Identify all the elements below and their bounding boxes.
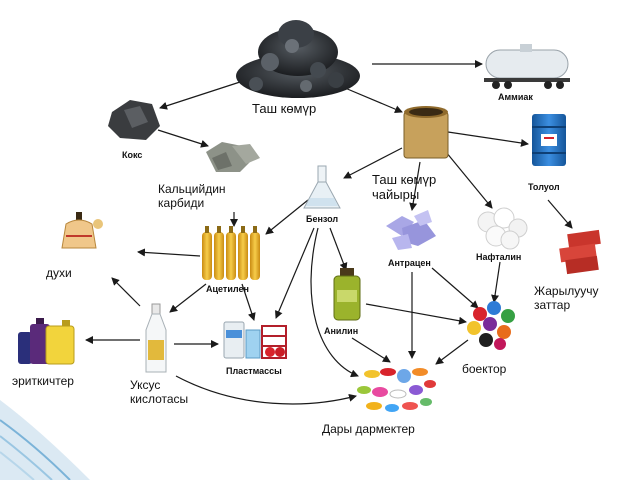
arrow-benzene-acetylene [265,199,309,235]
naphthalene-balls-icon [477,207,528,250]
label-dyes: боектор [462,362,507,376]
corner-decoration [0,400,90,481]
tar-bucket-icon [403,106,449,159]
arrow-benzene-aniline [329,227,348,271]
label-plastics: Пластмассы [226,366,282,376]
arrow-acetylene-plastics [241,283,256,321]
arrow-tar-naphthalene [445,151,493,209]
label-toluene: Толуол [528,182,560,192]
arrow-anthracene-dyes [431,267,479,309]
label-acetylene: Ацетилен [206,284,249,294]
label-naphthalene: Нафталин [476,252,522,262]
anthracene-crystals-icon [386,210,436,250]
flask-icon [303,165,341,209]
perfume-bottle-icon [61,212,103,249]
blue-barrel-icon [532,114,566,166]
label-carbide: Кальцийдин карбиди [158,182,226,210]
tank-wagon-icon [484,44,570,89]
arrow-tar-toluene [447,131,529,147]
arrow-acetylene-perfume [137,248,201,257]
dye-pigments-icon [467,301,515,350]
solvent-bottles-icon [18,318,75,365]
label-acetic-acid: Уксус кислотасы [130,378,189,406]
gas-cylinders-icon [202,226,260,280]
arrow-acetic-medicines [175,375,357,405]
arrow-toluene-explosives [547,199,573,229]
arrow-coal-tar [344,87,403,113]
tnt-sticks-icon [559,229,601,275]
coal-pile-icon [236,20,360,98]
plastics-icon [223,321,287,359]
arrow-tar-anthracene [409,161,421,211]
arrow-tar-benzene [343,147,403,179]
pills-icon [357,368,436,412]
arrow-aniline-dyes [365,303,467,325]
label-benzene: Бензол [306,214,339,224]
label-coal: Таш көмүр [252,101,317,116]
label-perfume: духи [46,266,72,280]
aniline-bottle-icon [333,268,361,321]
label-explosives: Жарылуучу заттар [534,284,599,312]
vinegar-bottle-icon [145,303,167,373]
arrow-dyes-medicines [435,339,469,365]
coke-icon [108,100,160,140]
label-tar: Таш көмүр чайыры [372,172,437,202]
arrow-coke-carbide [157,129,209,148]
arrow-acetic-perfume [111,277,141,307]
label-aniline: Анилин [324,326,359,336]
label-solvents: эриткичтер [12,374,74,388]
arrow-naphthalene-dyes [491,261,501,303]
arrows [85,60,573,405]
arrow-aniline-medicines [351,337,391,363]
arrow-coal-coke [159,81,241,110]
label-ammonia: Аммиак [498,92,533,102]
arrow-benzene-plastics [275,227,315,319]
arrow-benzene-medicines [310,227,359,378]
arrow-acetylene-acetic [169,283,207,313]
label-coke: Кокс [122,150,143,160]
calcium-carbide-icon [206,142,260,172]
label-anthracene: Антрацен [388,258,431,268]
label-medicines: Дары дармектер [322,422,415,436]
